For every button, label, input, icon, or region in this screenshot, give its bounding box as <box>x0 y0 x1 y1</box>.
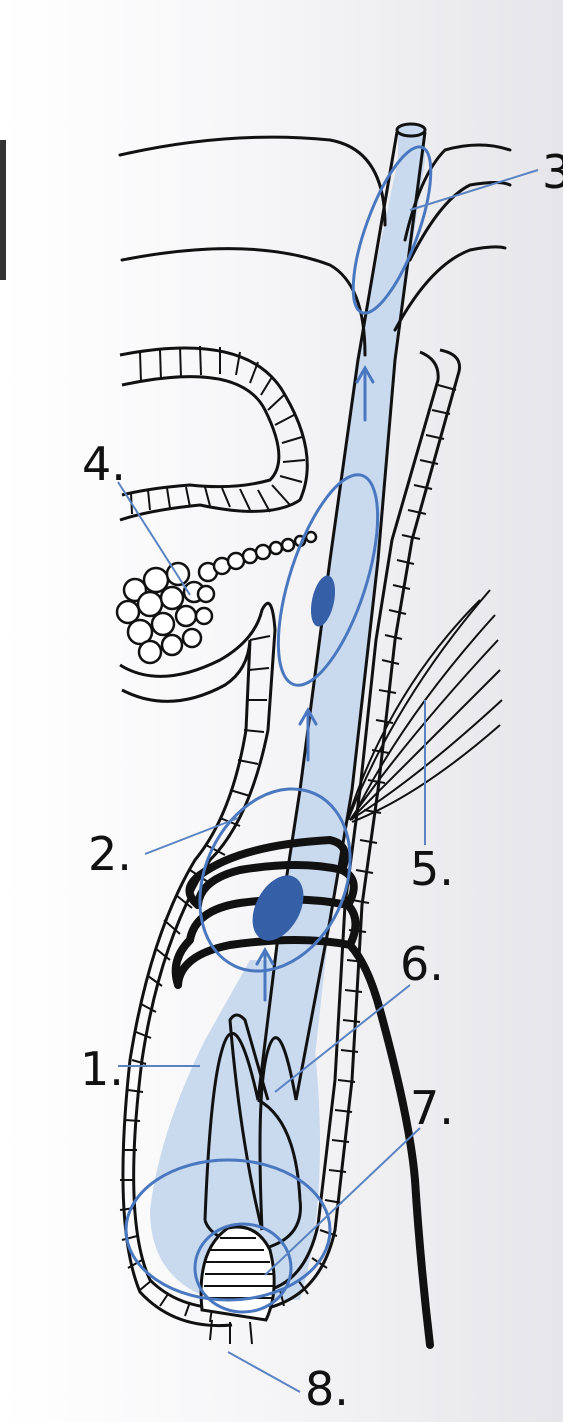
label-5: 5. <box>410 842 454 896</box>
page-edge-mark <box>0 140 6 280</box>
label-2: 2. <box>88 827 132 881</box>
label-8: 8. <box>305 1362 349 1416</box>
label-6: 6. <box>400 937 444 991</box>
label-1: 1. <box>80 1042 124 1096</box>
label-3: 3 <box>542 145 563 199</box>
label-7: 7. <box>410 1081 454 1135</box>
label-4: 4. <box>82 437 126 491</box>
